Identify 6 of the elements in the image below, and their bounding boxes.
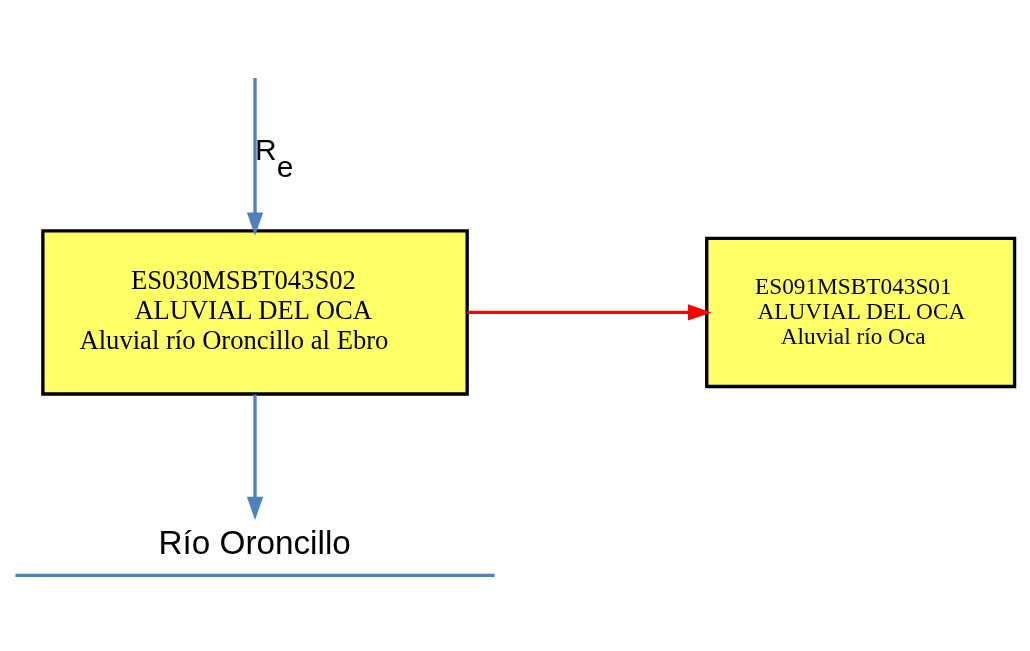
arrow [246, 393, 264, 520]
arrow [246, 77, 264, 236]
node-box: ES091MSBT043S01 ALUVIAL DEL OCA Aluvial río Oca [705, 236, 1017, 388]
node-text: Río Oroncillo [158, 523, 351, 561]
node-box: ES030MSBT043S02 ALUVIAL DEL OCA Aluvial río Oroncillo al Ebro [41, 228, 469, 396]
arrow [467, 303, 712, 321]
